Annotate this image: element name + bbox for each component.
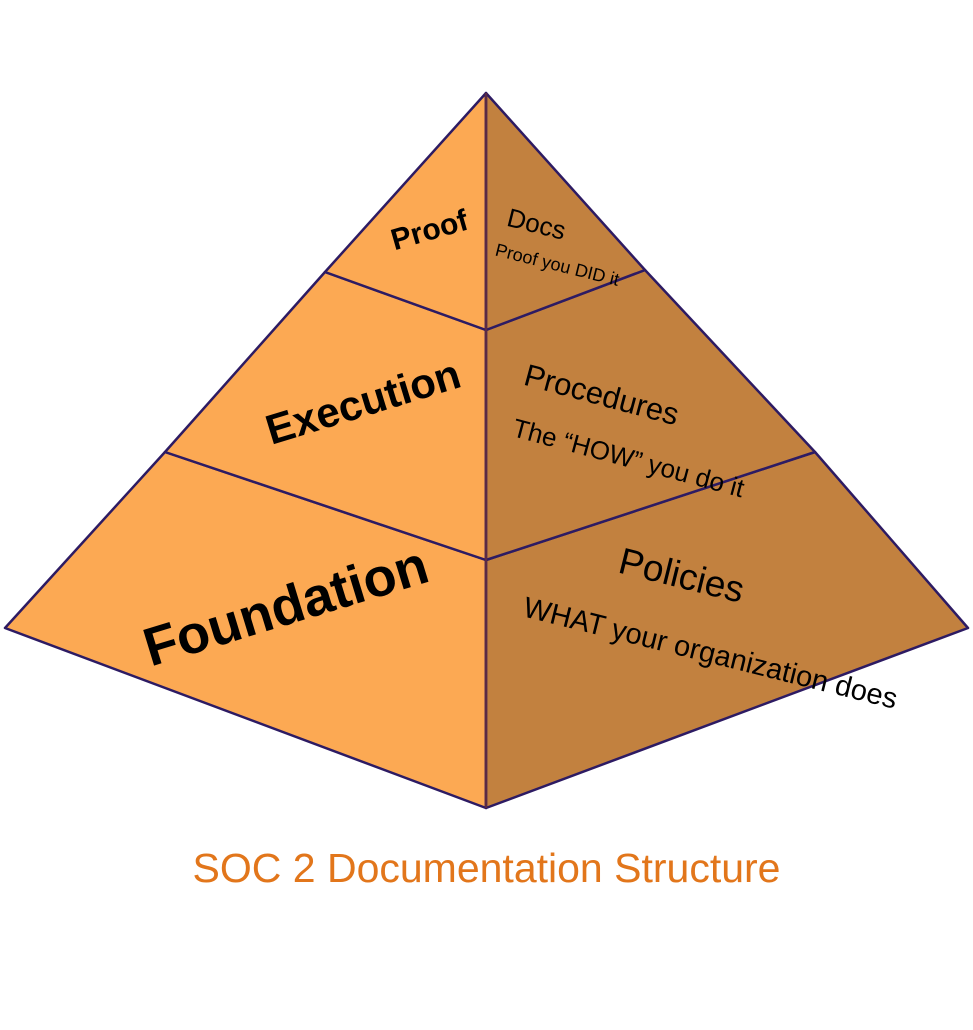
pyramid-diagram: Proof Docs Proof you DID it Execution Pr… — [3, 91, 970, 810]
diagram-caption: SOC 2 Documentation Structure — [192, 845, 781, 891]
